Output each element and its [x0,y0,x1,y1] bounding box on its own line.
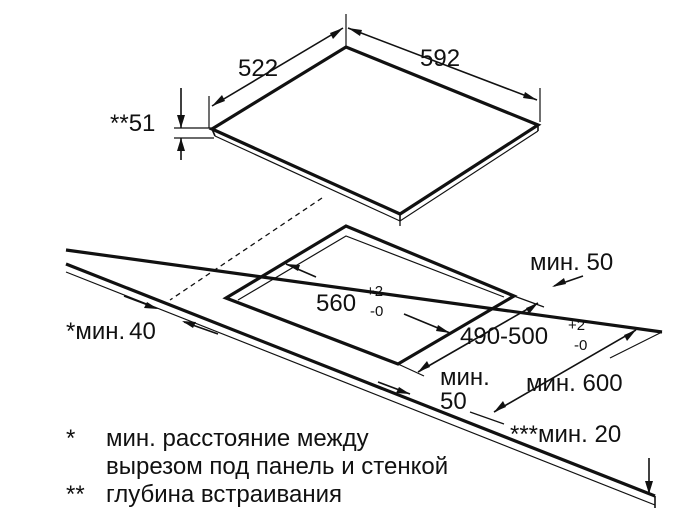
label-hob-height-prefix: ** [110,110,129,137]
hob-width-dim [347,27,541,122]
label-min-back: мин. 50 [530,249,613,276]
label-hob-height-value: 51 [129,110,156,137]
note-2-line-1: глубина встраивания [106,481,342,508]
label-hob-height: **51 [110,110,155,137]
hob-side-edges [211,125,539,221]
label-min-worktop: мин. 600 [526,370,623,397]
hob-height-dim [174,88,214,160]
note-1-line-1: мин. расстояние между [106,425,369,452]
cutout-inner-edge [237,235,505,301]
label-cutout-width: 560 [316,290,356,317]
label-hob-depth: 522 [238,55,278,82]
note-1-line-2: вырезом под панель и стенкой [106,453,448,480]
label-min-thickness: ***мин. 20 [510,421,621,448]
label-cutout-width-tol-plus: +2 [366,283,383,300]
label-cutout-depth-tol-minus: -0 [574,337,587,354]
label-min-side: *мин.40 [66,318,156,345]
min-worktop-dim [469,329,663,425]
footnotes: * мин. расстояние между вырезом под пане… [66,425,448,508]
hob-panel [208,45,542,222]
note-2-marker: ** [66,481,85,508]
label-hob-width: 592 [420,45,460,72]
worktop-back-edge [65,248,663,334]
label-cutout-depth-tol-plus: +2 [568,317,585,334]
min-thickness-dim [645,458,656,508]
cutout-depth-dim [397,295,545,377]
label-cutout-depth: 490-500 [460,323,548,350]
cutout-width-dim [285,263,451,334]
hob-depth-dim [208,14,347,128]
note-1-marker: * [66,425,75,452]
projection-line-left [169,197,323,301]
label-cutout-width-tol-minus: -0 [370,303,383,320]
worktop-front-top-edge [65,262,656,498]
label-min-side-prefix: *мин. [66,318,125,345]
worktop-front-bottom-edge [65,271,656,506]
hob-bottom-edge [214,130,539,222]
label-min-front-value: 50 [440,388,467,415]
worktop [65,248,663,506]
min-front-dim [377,381,411,395]
min-side-dim [123,295,219,335]
min-back-dim [552,275,584,287]
label-min-front: мин. [440,364,490,391]
label-min-side-value: 40 [129,318,156,345]
